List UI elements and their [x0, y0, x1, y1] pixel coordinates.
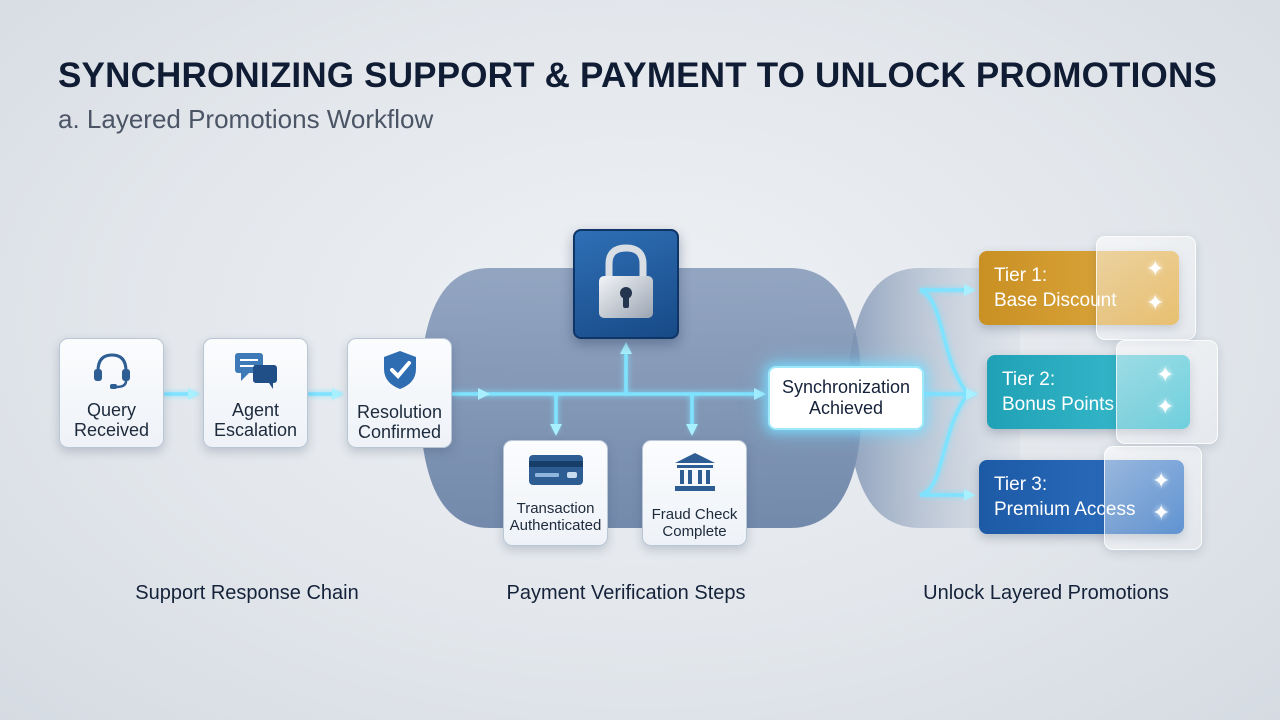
- bank-icon: [671, 451, 719, 498]
- arrow-heads: [188, 284, 978, 501]
- sparkle-icon: ✦: [1152, 500, 1171, 525]
- sparkle-icon: ✦: [1156, 394, 1175, 419]
- step-label-line1: Fraud Check: [651, 506, 738, 523]
- headset-icon: [90, 349, 134, 394]
- step-label-line2: Confirmed: [357, 422, 442, 442]
- tier-1-glass-layer: [1096, 236, 1196, 340]
- step-label-line2: Complete: [662, 523, 727, 540]
- step-label-line2: Received: [73, 420, 150, 440]
- sparkle-icon: ✦: [1156, 362, 1175, 387]
- promotions-region: [848, 268, 1020, 528]
- tier-label: Tier 1:: [994, 265, 1048, 286]
- tier-3-glass-layer: [1104, 446, 1202, 550]
- step-label-line2: Authenticated: [509, 517, 602, 534]
- step-query-received: Query Received: [59, 338, 164, 448]
- step-label-line2: Escalation: [213, 420, 298, 440]
- page-title: SYNCHRONIZING SUPPORT & PAYMENT TO UNLOC…: [58, 56, 1217, 95]
- tier-benefit: Base Discount: [994, 290, 1117, 311]
- synchronization-achieved-box: Synchronization Achieved: [768, 366, 924, 430]
- chat-bubbles-icon: [233, 349, 279, 394]
- page-subtitle: a. Layered Promotions Workflow: [58, 104, 434, 134]
- section-label-support: Support Response Chain: [135, 582, 359, 604]
- step-label-line1: Agent: [231, 400, 280, 420]
- credit-card-icon: [527, 451, 585, 492]
- step-label-line1: Transaction: [516, 500, 595, 517]
- padlock-icon: [591, 242, 661, 327]
- sparkle-icon: ✦: [1146, 290, 1165, 315]
- section-label-payment: Payment Verification Steps: [506, 582, 746, 604]
- tier-benefit: Bonus Points: [1002, 394, 1114, 415]
- step-label-line1: Resolution: [356, 402, 443, 422]
- step-label-line1: Query: [86, 400, 137, 420]
- section-label-promotions: Unlock Layered Promotions: [923, 582, 1169, 604]
- tier-label: Tier 2:: [1002, 369, 1056, 390]
- sparkle-icon: ✦: [1152, 468, 1171, 493]
- padlock-tile: [573, 229, 679, 339]
- tier-2-glass-layer: [1116, 340, 1218, 444]
- step-transaction-authenticated: Transaction Authenticated: [503, 440, 608, 546]
- sync-label-line1: Synchronization: [781, 377, 911, 397]
- step-agent-escalation: Agent Escalation: [203, 338, 308, 448]
- sync-label-line2: Achieved: [808, 398, 884, 418]
- sparkle-icon: ✦: [1146, 256, 1165, 281]
- tier-benefit: Premium Access: [994, 499, 1136, 520]
- step-resolution-confirmed: Resolution Confirmed: [347, 338, 452, 448]
- tier-label: Tier 3:: [994, 474, 1048, 495]
- shield-check-icon: [380, 349, 420, 396]
- step-fraud-check-complete: Fraud Check Complete: [642, 440, 747, 546]
